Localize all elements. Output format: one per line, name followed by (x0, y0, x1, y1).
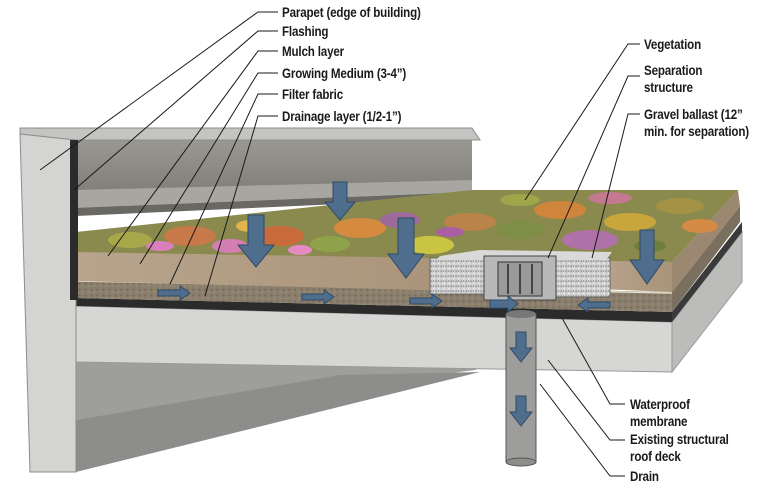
roof-deck-side (671, 230, 743, 374)
parapet-inner-edge (70, 140, 78, 300)
label-growing-medium: Growing Medium (3-4”) (282, 66, 407, 81)
gravel-ballast-left (429, 257, 485, 295)
label-parapet: Parapet (edge of building) (282, 5, 421, 20)
label-separation-1: Separation (644, 63, 703, 78)
down-arrow (323, 181, 357, 221)
vegetation (108, 192, 718, 255)
label-vegetation: Vegetation (644, 37, 701, 52)
flow-arrows (157, 181, 665, 427)
pipe-down-arrow (508, 395, 534, 427)
drain-arrow (489, 294, 519, 314)
leader-lines (39, 11, 640, 477)
label-deck-1: Existing structural (630, 432, 729, 447)
label-filter-fabric: Filter fabric (282, 87, 343, 102)
label-waterproof-1: Waterproof (630, 397, 690, 412)
down-arrow (236, 214, 276, 268)
drainage-layer-side (672, 206, 740, 312)
label-deck-2: roof deck (630, 449, 681, 464)
right-arrow (409, 293, 443, 309)
label-mulch: Mulch layer (282, 44, 344, 59)
label-gravel-2: min. for separation) (644, 124, 749, 139)
growing-medium-side (672, 190, 740, 292)
ceiling-shadow-lower (76, 372, 480, 472)
label-separation-2: structure (644, 80, 693, 95)
parapet-column (19, 133, 77, 473)
label-drain: Drain (630, 469, 659, 484)
flashing-strip (76, 192, 472, 216)
label-drainage: Drainage layer (1/2-1”) (282, 109, 402, 124)
waterproof-membrane-side (672, 222, 742, 322)
gravel-top (436, 250, 612, 260)
label-gravel-1: Gravel ballast (12” (644, 107, 743, 122)
drainage-layer (76, 280, 672, 312)
down-arrow (387, 217, 425, 279)
gravel-ballast-right (554, 257, 611, 298)
right-arrow (157, 285, 191, 301)
down-arrow (629, 229, 665, 285)
label-flashing: Flashing (282, 24, 329, 39)
right-arrow (301, 289, 335, 305)
label-waterproof-2: membrane (630, 414, 688, 429)
pipe-down-arrow (508, 331, 534, 363)
growing-medium (76, 250, 470, 291)
left-arrow (577, 297, 611, 313)
parapet-cap-strip (76, 180, 472, 208)
